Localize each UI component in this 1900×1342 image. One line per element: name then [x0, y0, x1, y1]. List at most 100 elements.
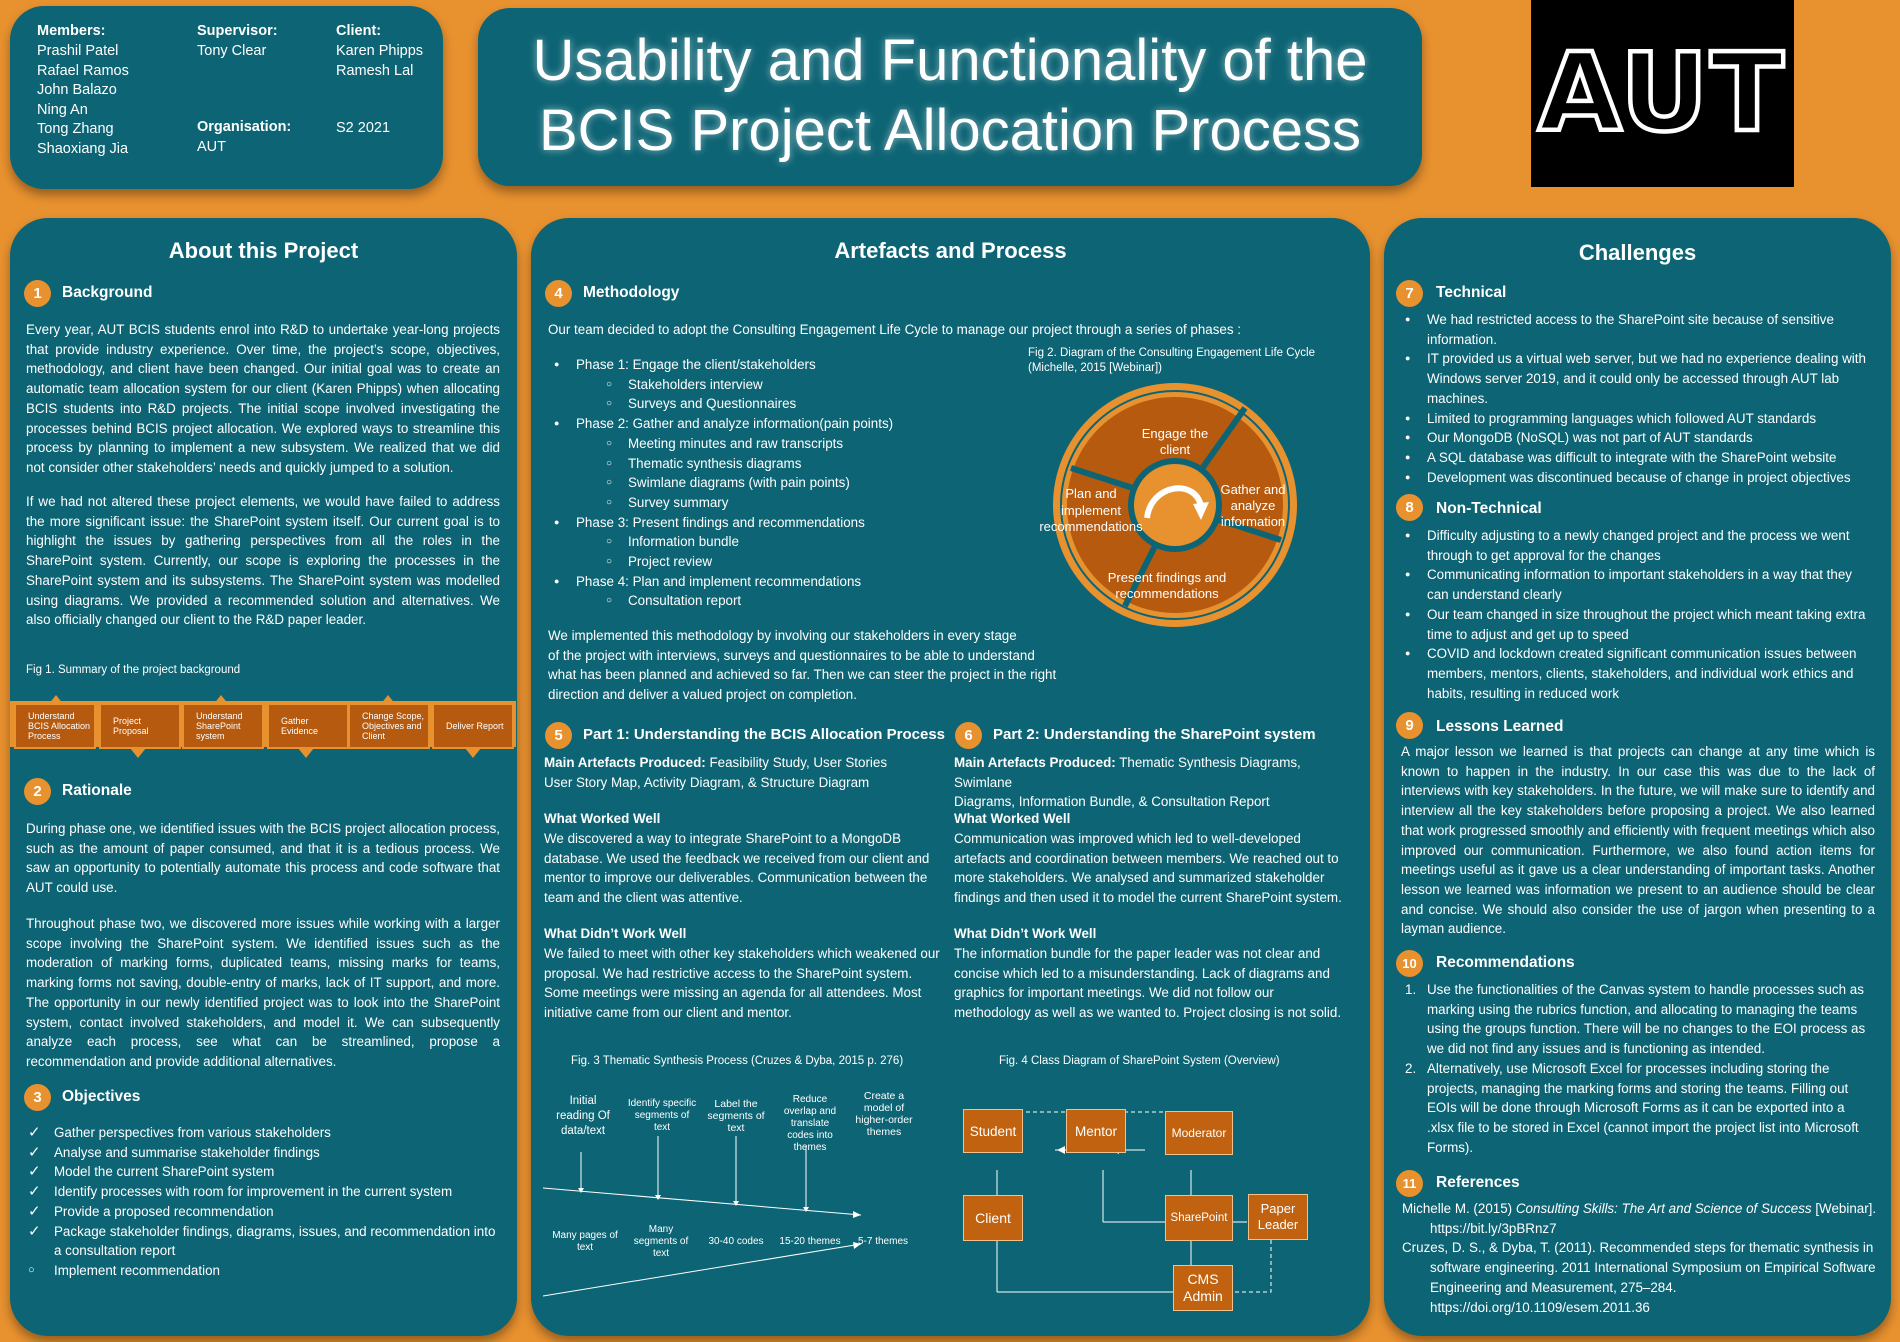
- phase-subitem: Information bundle: [600, 532, 948, 552]
- members-label: Members:: [37, 23, 106, 39]
- technical-item: Development was discontinued because of …: [1399, 468, 1874, 488]
- member: Ning An: [37, 101, 88, 118]
- fig3-step: Initial reading Of data/text: [556, 1095, 610, 1137]
- part1-didnt-heading: What Didn’t Work Well: [544, 926, 687, 941]
- part1-heading: Part 1: Understanding the BCIS Allocatio…: [583, 726, 946, 743]
- class-moderator: Moderator: [1165, 1111, 1233, 1155]
- fig3-step: Reduce overlap and translate codes into …: [783, 1094, 837, 1153]
- section-number: 11: [1396, 1170, 1423, 1197]
- team-info-panel: Members: Prashil Patel Rafael Ramos John…: [10, 6, 443, 189]
- phase-subitem: Consultation report: [600, 591, 948, 611]
- fig3-count: Many segments of text: [633, 1224, 689, 1259]
- background-heading: Background: [62, 284, 153, 301]
- member: Rafael Ramos: [37, 62, 129, 79]
- section-number: 8: [1396, 494, 1423, 521]
- artefacts-panel: Artefacts and Process 4 Methodology Our …: [531, 218, 1370, 1336]
- background-paragraph-1: Every year, AUT BCIS students enrol into…: [26, 322, 500, 475]
- methodology-outro: We implemented this methodology by invol…: [548, 628, 1057, 703]
- members-list: Prashil Patel Rafael Ramos John Balazo N…: [37, 42, 129, 159]
- class-mentor: Mentor: [1066, 1109, 1126, 1153]
- fig1-step: Deliver Report: [432, 703, 514, 749]
- part1-worked-heading: What Worked Well: [544, 811, 661, 826]
- background-paragraph-2: If we had not altered these project elem…: [26, 494, 500, 628]
- references-heading: References: [1436, 1174, 1520, 1191]
- member: John Balazo: [37, 82, 117, 98]
- part2-didnt-heading: What Didn’t Work Well: [954, 926, 1097, 941]
- class-cms-admin: CMS Admin: [1173, 1265, 1233, 1311]
- cycle-label-present: Present findings and recommendations: [1107, 570, 1227, 601]
- title-banner: Usability and Functionality of the BCIS …: [478, 8, 1422, 186]
- member: Prashil Patel: [37, 43, 119, 59]
- lessons-paragraph: A major lesson we learned is that projec…: [1401, 744, 1875, 937]
- cycle-label-engage: Engage the client: [1141, 426, 1209, 457]
- fig1-arrows: [48, 695, 481, 758]
- non-technical-item: Our team changed in size throughout the …: [1399, 605, 1874, 644]
- technical-item: Our MongoDB (NoSQL) was not part of AUT …: [1399, 428, 1874, 448]
- cycle-label-gather: Gather and analyze information: [1220, 482, 1286, 529]
- phase-subitem: Surveys and Questionnaires: [600, 394, 948, 414]
- poster-title: Usability and Functionality of the BCIS …: [478, 26, 1422, 166]
- member: Shaoxiang Jia: [37, 140, 129, 157]
- supervisor-name: Tony Clear: [197, 43, 267, 59]
- recommendation-item: 1.Use the functionalities of the Canvas …: [1405, 982, 1866, 1057]
- thematic-synthesis-diagram: [543, 1136, 862, 1297]
- fig3-count: Many pages of text: [552, 1230, 618, 1253]
- non-technical-list: Difficulty adjusting to a newly changed …: [1399, 526, 1874, 703]
- phase-subitem: Swimlane diagrams (with pain points): [600, 473, 948, 493]
- section-number: 4: [545, 280, 572, 307]
- non-technical-heading: Non-Technical: [1436, 500, 1542, 517]
- non-technical-item: COVID and lockdown created significant c…: [1399, 644, 1874, 703]
- section-number: 7: [1396, 280, 1423, 307]
- fig3-count: 5-7 themes: [857, 1236, 909, 1247]
- part1-didnt-text: We failed to meet with other key stakeho…: [544, 946, 940, 1021]
- part1-artefacts: Main Artefacts Produced: Feasibility Stu…: [544, 755, 888, 790]
- fig3-step: Identify specific segments of text: [627, 1098, 697, 1133]
- phase-item: Phase 4: Plan and implement recommendati…: [548, 572, 948, 611]
- non-technical-item: Difficulty adjusting to a newly changed …: [1399, 526, 1874, 565]
- section-number: 5: [545, 722, 572, 749]
- challenges-title: Challenges: [1578, 240, 1697, 265]
- methodology-heading: Methodology: [583, 284, 680, 301]
- technical-list: We had restricted access to the SharePoi…: [1399, 310, 1874, 487]
- fig3-count: 15-20 themes: [779, 1236, 841, 1247]
- section-number: 6: [955, 722, 982, 749]
- section-number: 9: [1396, 712, 1423, 739]
- section-number: 10: [1396, 950, 1423, 977]
- client-name: Karen Phipps: [336, 43, 424, 59]
- title-line-2: BCIS Project Allocation Process: [538, 98, 1362, 163]
- reference-item: Michelle M. (2015) Consulting Skills: Th…: [1402, 1201, 1877, 1236]
- technical-heading: Technical: [1436, 284, 1507, 301]
- section-number: 1: [24, 280, 51, 307]
- part1-worked-text: We discovered a way to integrate SharePo…: [544, 831, 930, 906]
- technical-item: A SQL database was difficult to integrat…: [1399, 448, 1874, 468]
- organisation-name: AUT: [197, 139, 226, 155]
- class-student: Student: [963, 1109, 1023, 1153]
- reference-link[interactable]: https://doi.org/10.1109/esem.2011.36: [1430, 1299, 1650, 1315]
- reference-link[interactable]: https://bit.ly/3pBRnz7: [1430, 1220, 1557, 1236]
- fig1-step: Change Scope, Objectives and Client: [348, 703, 430, 749]
- technical-item: We had restricted access to the SharePoi…: [1399, 310, 1874, 349]
- title-line-1: Usability and Functionality of the: [532, 28, 1368, 93]
- fig3-step: Create a model of higher-order themes: [855, 1090, 913, 1138]
- references-list: Michelle M. (2015) Consulting Skills: Th…: [1402, 1199, 1880, 1317]
- class-client: Client: [963, 1195, 1023, 1241]
- recommendations-heading: Recommendations: [1436, 954, 1575, 971]
- client-label: Client:: [336, 23, 382, 39]
- fig3-step: Label the segments of text: [707, 1098, 765, 1134]
- client-name: Ramesh Lal: [336, 62, 414, 79]
- fig4-caption: Fig. 4 Class Diagram of SharePoint Syste…: [999, 1055, 1280, 1067]
- reference-item: Cruzes, D. S., & Dyba, T. (2011). Recomm…: [1402, 1240, 1876, 1315]
- member: Tong Zhang: [37, 121, 114, 137]
- part2-didnt-text: The information bundle for the paper lea…: [954, 946, 1342, 1021]
- phase-subitem: Survey summary: [600, 493, 948, 513]
- fig3-caption: Fig. 3 Thematic Synthesis Process (Cruze…: [571, 1055, 904, 1067]
- non-technical-item: Communicating information to important s…: [1399, 565, 1874, 604]
- about-title: About this Project: [168, 238, 359, 263]
- organisation-label: Organisation:: [197, 119, 292, 135]
- phase-subitem: Project review: [600, 552, 948, 572]
- lessons-heading: Lessons Learned: [1436, 718, 1564, 735]
- recommendations-list: 1.Use the functionalities of the Canvas …: [1399, 980, 1874, 1157]
- artefacts-title: Artefacts and Process: [834, 238, 1067, 263]
- part2-artefacts: Main Artefacts Produced: Thematic Synthe…: [954, 755, 1301, 810]
- phase-subitem: Stakeholders interview: [600, 375, 948, 395]
